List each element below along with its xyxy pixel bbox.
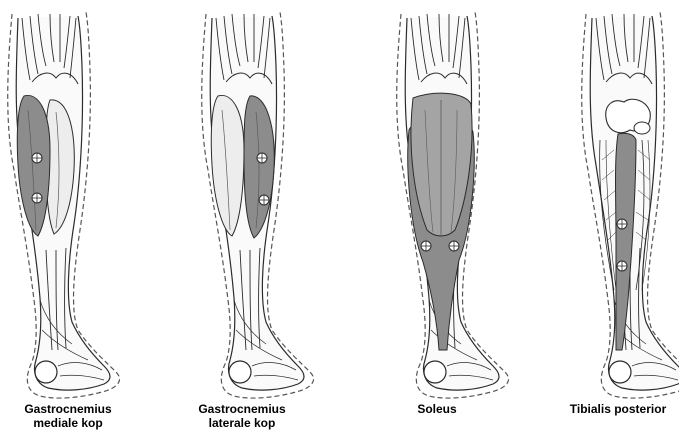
caption-line-2: mediale kop	[0, 416, 143, 430]
electrode-marker-icon	[259, 195, 269, 205]
electrode-marker-icon	[449, 241, 459, 251]
gastrocnemius-medial-head	[211, 95, 244, 236]
electrode-marker-icon	[257, 153, 267, 163]
gastrocnemius-medial-head-highlight	[17, 95, 50, 236]
caption-line-2: laterale kop	[167, 416, 317, 430]
electrode-marker-icon	[617, 261, 627, 271]
electrode-marker-icon	[617, 219, 627, 229]
leg-panel-soleus	[397, 12, 509, 398]
leg-panel-gastrocnemius-medial	[8, 12, 120, 398]
electrode-marker-icon	[32, 153, 42, 163]
caption-line-1: Gastrocnemius	[0, 402, 143, 416]
electrode-marker-icon	[421, 241, 431, 251]
electrode-marker-icon	[32, 193, 42, 203]
caption-line-1: Tibialis posterior	[548, 402, 679, 416]
muscle-caption: Gastrocnemius laterale kop	[167, 402, 317, 430]
muscle-caption: Tibialis posterior	[548, 402, 679, 416]
muscle-caption: Soleus	[362, 402, 512, 416]
caption-line-1: Soleus	[362, 402, 512, 416]
muscle-caption: Gastrocnemius mediale kop	[0, 402, 143, 430]
leg-panel-gastrocnemius-lateral	[202, 12, 314, 398]
leg-panel-tibialis-posterior	[582, 12, 679, 398]
caption-line-1: Gastrocnemius	[167, 402, 317, 416]
